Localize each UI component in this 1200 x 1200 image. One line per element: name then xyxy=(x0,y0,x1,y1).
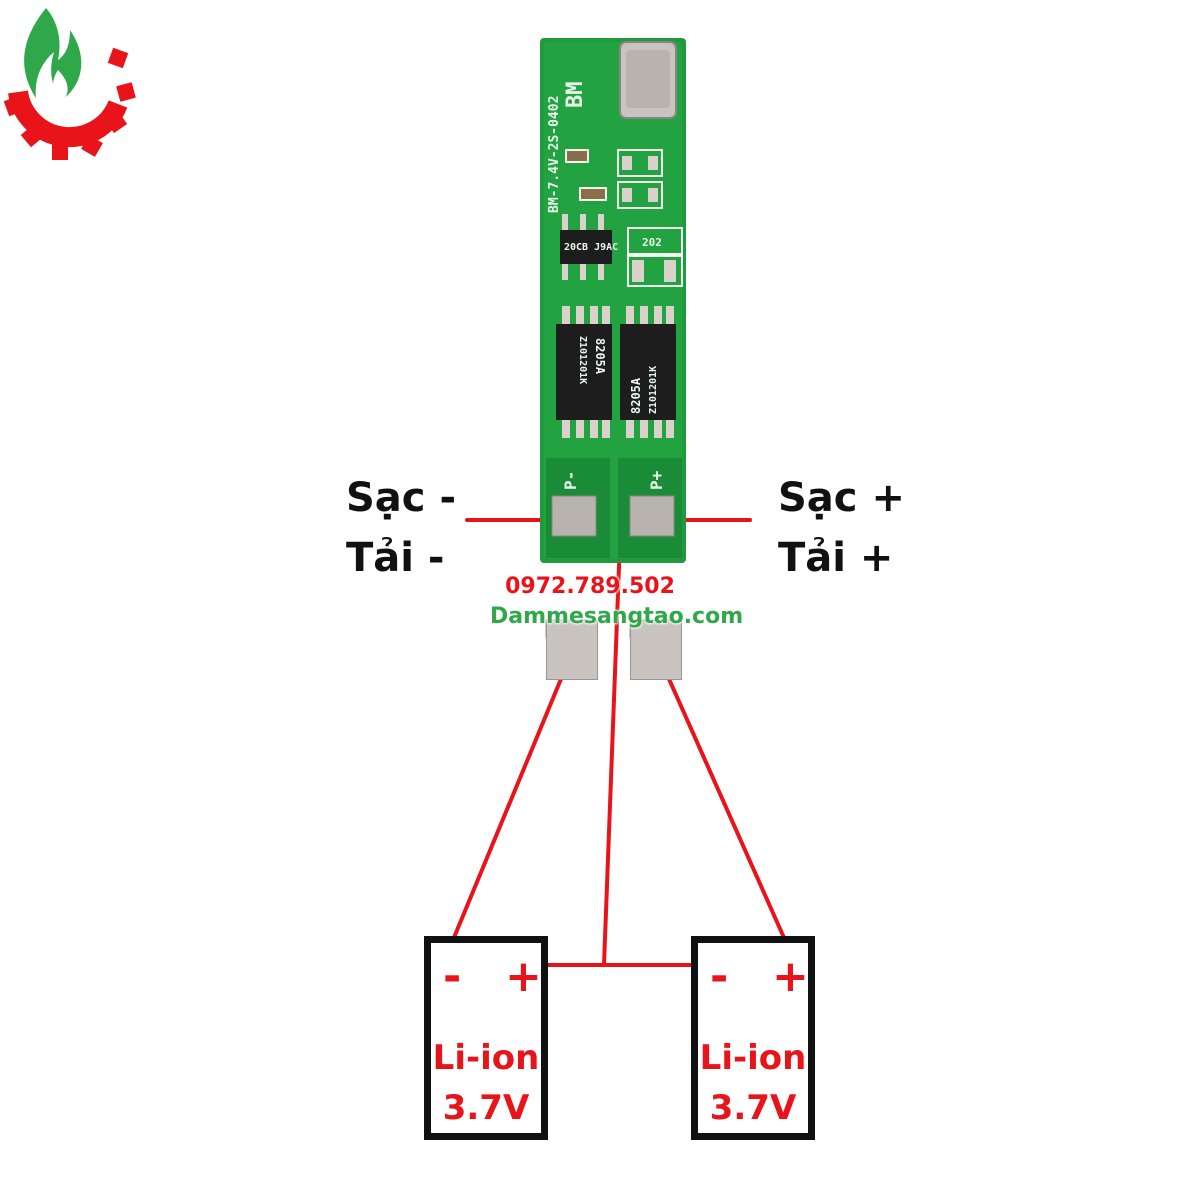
battery-2-type: Li-ion xyxy=(699,1038,807,1078)
mosfet-1-label: 8205A xyxy=(593,338,607,375)
brand-logo-icon xyxy=(3,8,136,160)
flame-icon xyxy=(24,8,82,102)
label-charge-minus: Sạc - xyxy=(346,475,457,521)
label-charge-plus: Sạc + xyxy=(778,475,905,521)
chip-ic-code: 20CB J9AC xyxy=(564,242,618,253)
label-load-plus: Tải + xyxy=(778,535,894,581)
pcb-brand: BM xyxy=(563,82,588,109)
wire-bminus xyxy=(451,648,575,942)
battery-1-plus: + xyxy=(505,951,542,1002)
watermark-site: Dammesangtao.com xyxy=(490,604,744,629)
battery-2-voltage: 3.7V xyxy=(709,1088,797,1128)
mosfet-2: 8205A Z101201K xyxy=(620,306,676,438)
resistor-code: 202 xyxy=(642,236,662,249)
pad-p-plus xyxy=(629,495,675,537)
battery-cell-2: - + Li-ion 3.7V xyxy=(691,936,815,1140)
pad-p-plus-label: P+ xyxy=(647,470,666,490)
mosfet-1-code: Z101201K xyxy=(577,336,588,384)
mosfet-2-label: 8205A xyxy=(629,377,643,414)
battery-cell-1: - + Li-ion 3.7V xyxy=(424,936,548,1140)
wire-bplus xyxy=(655,650,787,942)
battery-1-type: Li-ion xyxy=(432,1038,540,1078)
pad-p-minus xyxy=(551,495,597,537)
battery-1-voltage: 3.7V xyxy=(442,1088,530,1128)
tab-b-minus-lower xyxy=(546,620,598,680)
protection-ic: 20CB J9AC xyxy=(560,214,618,280)
battery-2-plus: + xyxy=(772,951,809,1002)
mosfet-2-code: Z101201K xyxy=(648,366,659,414)
mosfet-1: 8205A Z101201K xyxy=(556,306,612,438)
battery-2-minus: - xyxy=(710,951,729,1002)
tab-b-plus-lower xyxy=(630,620,682,680)
label-load-minus: Tải - xyxy=(346,535,445,581)
bms-pcb-board: BM-7.4V-2S-0402 BM 202 20CB J9AC xyxy=(540,38,686,638)
watermark-phone: 0972.789.502 xyxy=(505,574,675,599)
gear-icon xyxy=(3,47,136,160)
battery-1-minus: - xyxy=(443,951,462,1002)
pad-p-minus-label: P- xyxy=(561,471,580,490)
pcb-silkscreen: BM-7.4V-2S-0402 xyxy=(547,96,562,213)
